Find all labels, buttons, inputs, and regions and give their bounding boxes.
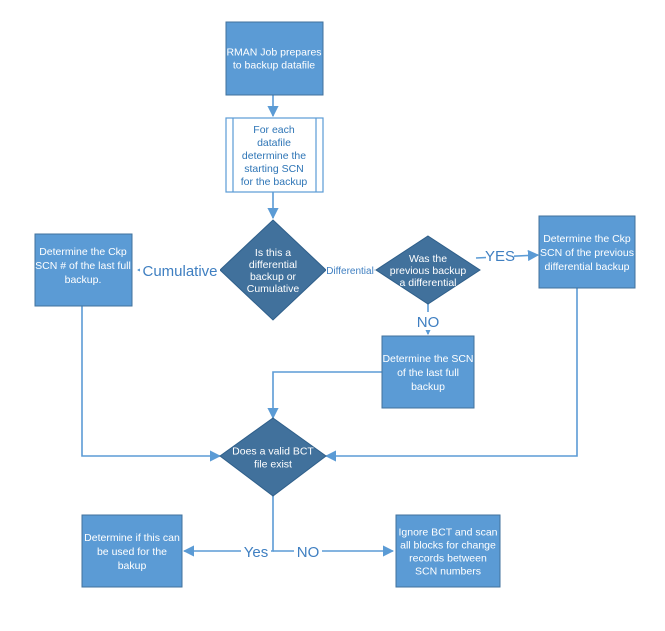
edge-bct-yes [182, 496, 274, 557]
node-label-line: starting SCN [244, 163, 304, 175]
node-label-line: Cumulative [247, 283, 300, 295]
edge-labels: Cumulative Differential YES NO Yes NO [140, 246, 515, 561]
node-scn-last-full-text: Determine the SCN of the last full backup [382, 353, 473, 393]
node-label-line: file exist [254, 459, 292, 471]
label-yes-top: YES [485, 248, 515, 265]
node-label-line: Determine the Ckp [543, 233, 631, 245]
node-label-line: records between [409, 553, 487, 565]
node-label-line: backup. [65, 274, 102, 286]
node-label-line: Was the [409, 253, 447, 265]
node-label-line: SCN # of the last full [35, 260, 131, 272]
node-label-line: of the last full [397, 367, 459, 379]
node-label-line: Determine the Ckp [39, 246, 127, 258]
node-label-line: RMAN Job prepares [226, 47, 321, 59]
node-label-line: previous backup [390, 265, 467, 277]
node-label-line: Determine the SCN [382, 353, 473, 365]
label-yes-bottom: Yes [244, 544, 268, 561]
node-label-line: differential backup [544, 261, 629, 273]
node-label-line: backup or [250, 271, 297, 283]
node-label-line: Does a valid BCT [232, 446, 314, 458]
node-label-line: be used for the [97, 546, 167, 558]
node-label-line: a differential [399, 277, 456, 289]
node-label-line: determine the [242, 150, 306, 162]
label-differential: Differential [326, 266, 374, 277]
node-label-line: differential [249, 259, 297, 271]
edge-prevdiff-to-bct [324, 288, 578, 462]
node-label-line: Is this a [255, 247, 291, 259]
node-scn-last-full: Determine the SCN of the last full backup [381, 335, 475, 409]
node-label-line: Determine if this can [84, 532, 180, 544]
node-label-line: backup [411, 381, 445, 393]
label-no-bottom: NO [297, 544, 320, 561]
edge-lastfull-to-bct [81, 306, 222, 462]
connectors [81, 95, 578, 557]
edge-scnfull-to-bct [267, 371, 382, 420]
node-label-line: datafile [257, 137, 291, 149]
node-label-line: Ignore BCT and scan [398, 527, 497, 539]
node-label-line: for the backup [241, 176, 308, 188]
node-label-line: bakup [118, 560, 147, 572]
label-cumulative: Cumulative [142, 263, 217, 280]
node-label-line: to backup datafile [233, 60, 315, 72]
node-label-line: SCN of the previous [540, 247, 634, 259]
node-label-line: all blocks for change [400, 540, 496, 552]
node-can-be-used: Determine if this can be used for the baku… [81, 514, 183, 588]
label-no-mid: NO [417, 314, 440, 331]
node-label-line: For each [253, 124, 295, 136]
node-can-be-used-text: Determine if this can be used for the baku… [84, 532, 180, 572]
node-label-line: SCN numbers [415, 566, 481, 578]
